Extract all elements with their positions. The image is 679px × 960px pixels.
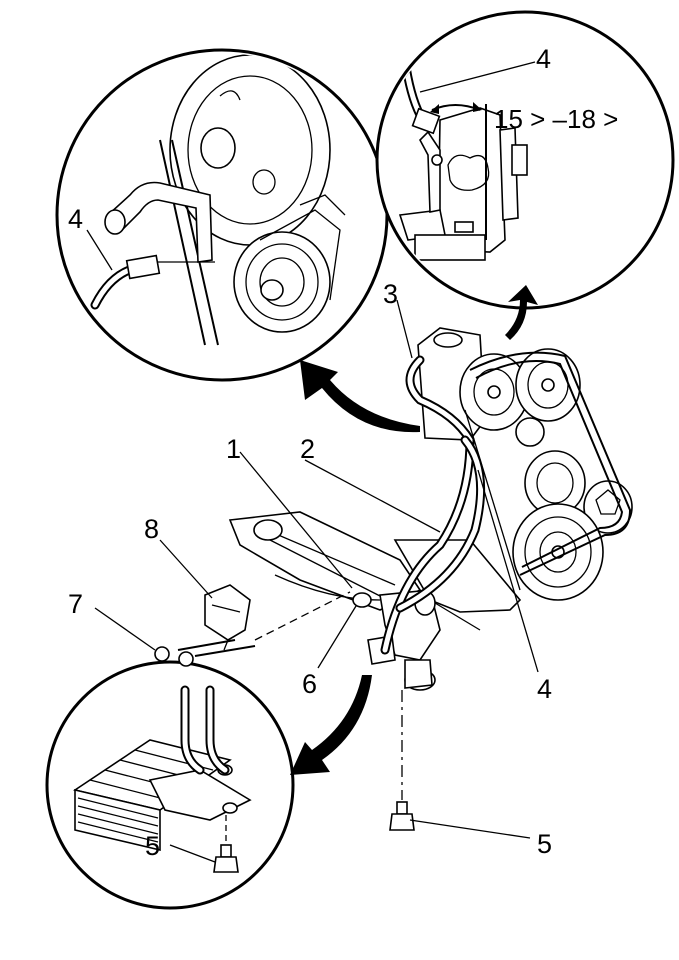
detail-pointer-arrows xyxy=(290,285,538,775)
callout-3: 3 xyxy=(383,279,398,309)
callout-4-detail-b: 4 xyxy=(536,44,551,74)
leader-lines xyxy=(94,299,539,839)
mounting-bolts xyxy=(154,591,351,667)
callout-4-main: 4 xyxy=(537,674,552,704)
callout-2: 2 xyxy=(300,434,315,464)
power-steering-hoses xyxy=(380,355,486,655)
pressure-fitting xyxy=(352,592,372,608)
bolt-5-main xyxy=(389,801,415,831)
callout-5-main: 5 xyxy=(537,829,552,859)
accessory-pulleys xyxy=(459,348,633,601)
callout-1: 1 xyxy=(226,434,241,464)
callout-8: 8 xyxy=(144,514,159,544)
steering-bracket xyxy=(204,584,251,651)
detail-view-pulley-hose: 4 xyxy=(55,48,389,382)
callout-7: 7 xyxy=(68,589,83,619)
callout-labels: 1 2 3 4 5 6 7 8 xyxy=(68,279,552,859)
callout-5-detail: 5 xyxy=(145,831,160,861)
detail-view-bracket-bolt: 5 xyxy=(45,660,295,910)
callout-6: 6 xyxy=(302,669,317,699)
callout-4-detail-a: 4 xyxy=(68,204,83,234)
detail-view-pump-fitting: 4 15 > –18 > xyxy=(375,10,675,310)
torque-spec-label: 15 > –18 > xyxy=(494,104,618,134)
